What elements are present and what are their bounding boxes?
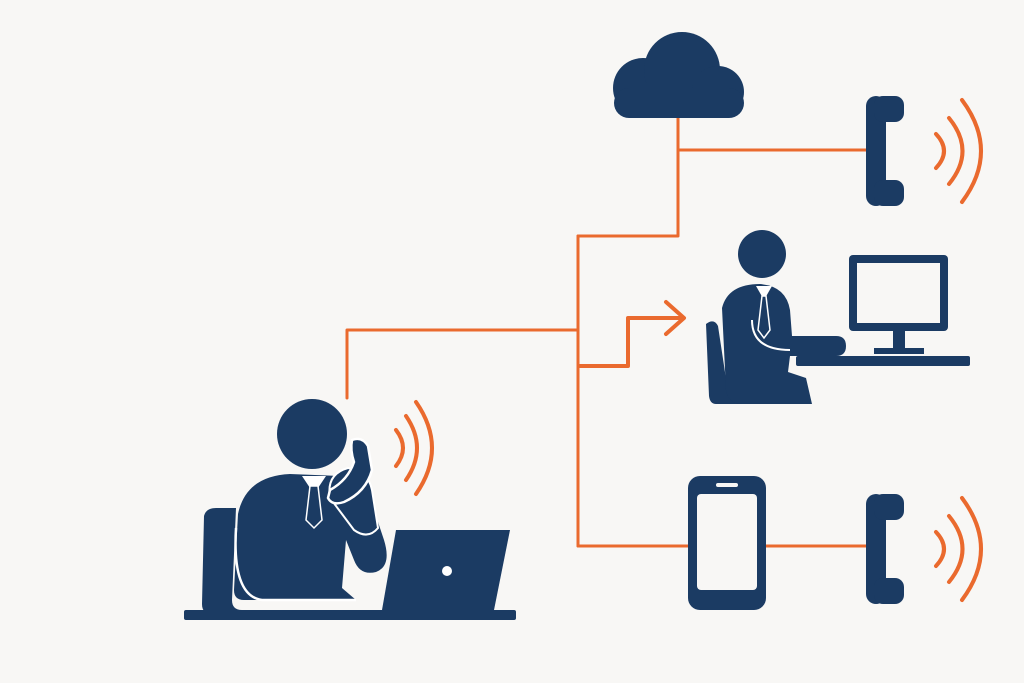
route-arrow-head — [664, 300, 686, 336]
chair-icon — [202, 508, 246, 614]
cloud-icon — [613, 32, 744, 118]
connector-hub-to-cloud — [576, 116, 680, 238]
person-head — [738, 230, 786, 278]
desktop-monitor-icon — [849, 255, 948, 354]
ringing-waves-icon — [934, 98, 983, 204]
person-at-computer-icon — [706, 230, 846, 404]
phone-handset-icon — [866, 494, 904, 604]
caller-arm-outline — [234, 527, 356, 602]
shirt-collar — [302, 476, 326, 494]
handheld-phone-icon — [326, 437, 374, 505]
necktie — [757, 295, 771, 340]
agent-at-computer — [706, 230, 970, 404]
route-arrow-shaft — [578, 316, 684, 368]
phone-handset-icon — [866, 96, 904, 206]
connector-lines — [345, 116, 868, 548]
desk-surface — [796, 356, 970, 366]
caller-head — [277, 399, 347, 469]
arm-outline — [751, 319, 791, 351]
desk-phone-bottom — [866, 494, 983, 604]
necktie — [305, 485, 323, 530]
desk-phone-top — [866, 96, 983, 206]
caller — [184, 399, 516, 620]
ringing-waves-icon — [934, 496, 983, 602]
smartphone-icon — [688, 476, 766, 610]
ringing-waves-icon — [394, 400, 434, 496]
desk-surface — [184, 610, 516, 620]
connector-caller-to-hub — [345, 328, 580, 400]
route-arrow — [578, 300, 686, 368]
shirt-collar — [756, 286, 772, 300]
person-torso — [722, 284, 846, 404]
laptop-icon — [382, 530, 510, 610]
businessman-on-phone-icon — [202, 399, 387, 614]
